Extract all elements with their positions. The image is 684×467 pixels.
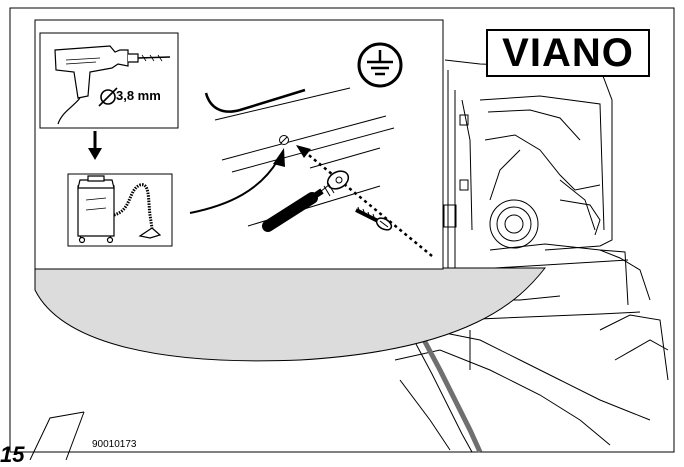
down-arrow-icon	[88, 131, 102, 160]
figure-code: 90010173	[92, 439, 137, 450]
figure-tab	[29, 411, 85, 460]
diameter-icon	[98, 87, 118, 107]
body-panel-lines	[204, 87, 395, 227]
curved-arrow	[189, 148, 285, 214]
step-number: 15	[0, 442, 25, 467]
callout-bubble	[34, 267, 547, 362]
drill-hole-icon	[279, 135, 289, 145]
vehicle-cable	[421, 338, 483, 454]
ground-cable-icon	[262, 170, 350, 232]
drill-icon	[54, 45, 171, 125]
dotted-arrow	[296, 145, 433, 257]
screw-icon	[355, 206, 393, 231]
drill-spec-label: 3,8 mm	[116, 88, 161, 103]
brand-label: VIANO	[486, 29, 650, 77]
ground-symbol-icon	[357, 42, 403, 88]
outer-frame	[9, 7, 675, 453]
vacuum-cleaner-icon	[77, 175, 162, 244]
